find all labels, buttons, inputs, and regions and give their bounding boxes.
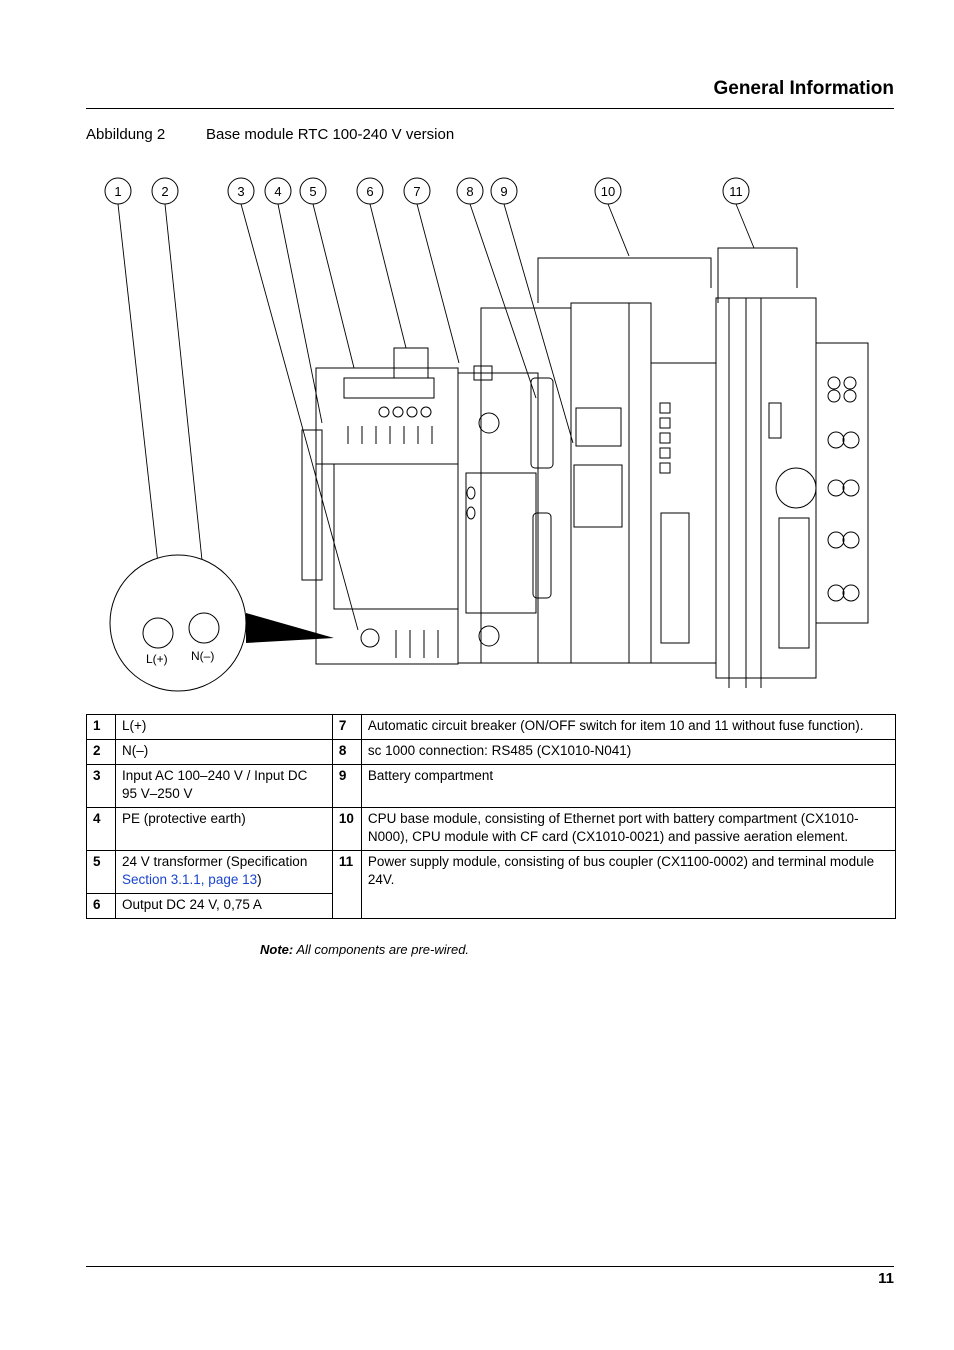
cpu-modules [480,302,717,664]
item-text-after-link: ) [257,872,262,887]
item-text-before-link: 24 V transformer (Specification [122,854,308,869]
status-leds [659,402,671,474]
item-number: 7 [331,714,362,740]
table-row: 3 Input AC 100–240 V / Input DC 95 V–250… [86,764,897,808]
item-number: 4 [86,807,116,851]
item-description: PE (protective earth) [115,807,333,851]
callout-11: 11 [729,184,743,199]
callout-5: 5 [309,184,316,199]
figure-number: Abbildung 2 [86,126,166,143]
inset-label-l-plus: L(+) [146,652,168,666]
power-supply-module [715,297,869,688]
header-rule [86,108,894,109]
item-description: CPU base module, consisting of Ethernet … [360,807,897,851]
callout-brackets [393,247,798,378]
item-description: L(+) [115,714,333,740]
item-description: Battery compartment [360,764,897,808]
item-number: 11 [331,850,362,919]
item-number: 2 [86,739,116,765]
table-row: 6 Output DC 24 V, 0,75 A [86,893,896,919]
callout-circles [104,177,750,205]
item-number: 5 [86,850,116,894]
inset-magnifier [109,554,334,692]
item-number: 9 [331,764,362,808]
item-description: Power supply module, consisting of bus c… [360,850,897,919]
item-number: 3 [86,764,116,808]
item-description: Automatic circuit breaker (ON/OFF switch… [360,714,897,740]
table-row: 5 24 V transformer (Specification Sectio… [86,850,897,919]
inset-label-n-minus: N(–) [191,649,214,663]
item-number: 8 [331,739,362,765]
callout-3: 3 [237,184,244,199]
table-row: 2 N(–) 8 sc 1000 connection: RS485 (CX10… [86,739,897,765]
item-description: 24 V transformer (Specification Section … [115,850,333,894]
callout-7: 7 [413,184,420,199]
page-header-title: General Information [713,78,894,99]
legend-table: 1 L(+) 7 Automatic circuit breaker (ON/O… [86,714,897,919]
item-description: sc 1000 connection: RS485 (CX1010-N041) [360,739,897,765]
callout-leaders [117,203,755,631]
note-text: All components are pre-wired. [293,942,470,957]
item-number: 1 [86,714,116,740]
figure-caption: Abbildung 2 Base module RTC 100-240 V ver… [86,126,454,143]
note: Note: All components are pre-wired. [260,942,469,957]
footer-rule [86,1266,894,1267]
callout-1: 1 [114,184,121,199]
item-number: 10 [331,807,362,851]
callout-2: 2 [161,184,168,199]
terminal-block-bottom [360,628,439,658]
table-row: 4 PE (protective earth) 10 CPU base modu… [86,807,897,851]
callout-6: 6 [366,184,373,199]
callout-10: 10 [601,184,615,199]
callout-8: 8 [466,184,473,199]
callout-9: 9 [500,184,507,199]
section-link[interactable]: Section 3.1.1, page 13 [122,872,258,887]
callout-numbers: 1 2 3 4 5 6 7 8 9 10 11 [114,184,742,199]
item-description: N(–) [115,739,333,765]
terminal-block-top [343,377,435,444]
circuit-breaker [457,365,539,664]
page-number: 11 [878,1270,894,1287]
item-description: Output DC 24 V, 0,75 A [115,893,333,919]
note-label: Note: [260,942,294,957]
figure-title: Base module RTC 100-240 V version [206,126,455,143]
transformer-module [301,367,459,665]
item-number: 6 [86,893,116,919]
table-row: 1 L(+) 7 Automatic circuit breaker (ON/O… [86,714,897,740]
callout-4: 4 [274,184,281,199]
item-description: Input AC 100–240 V / Input DC 95 V–250 V [115,764,333,808]
device-illustration: 1 2 3 4 5 6 7 8 9 10 11 [86,168,894,704]
